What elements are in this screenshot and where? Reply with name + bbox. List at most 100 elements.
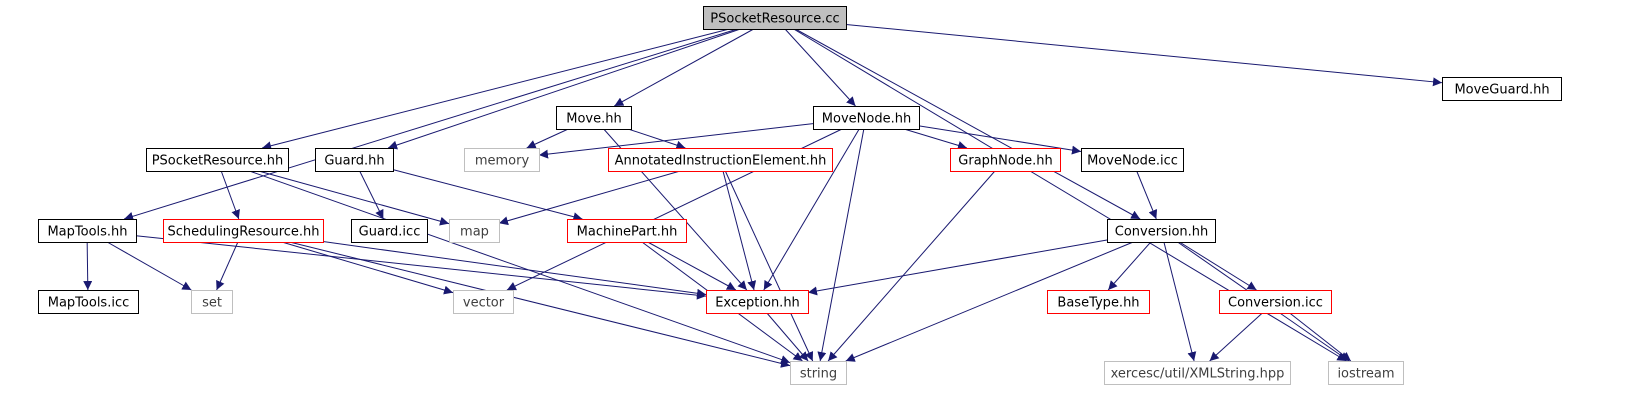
node-box (706, 290, 809, 314)
node-memory: memory (464, 148, 540, 172)
edge-psocketresource_hh-to-string (249, 170, 791, 364)
node-basetype-hh[interactable]: BaseType.hh (1047, 290, 1150, 314)
edge-movenode_icc-to-conversion_hh (1136, 170, 1158, 220)
node-conversion-icc[interactable]: Conversion.icc (1219, 290, 1332, 314)
edge-maptools_hh-to-set (106, 241, 192, 291)
node-scheduling-hh[interactable]: SchedulingResource.hh (163, 219, 324, 243)
node-label: MoveGuard.hh (1454, 83, 1549, 98)
node-movenode-hh[interactable]: MoveNode.hh (813, 106, 920, 130)
node-box (703, 6, 847, 30)
node-box (1107, 219, 1216, 243)
edge-maptools_hh-to-maptools_icc (83, 241, 93, 291)
node-guard-hh[interactable]: Guard.hh (315, 148, 394, 172)
edge-movenode_hh-to-string (817, 128, 865, 362)
node-label: Exception.hh (715, 296, 800, 311)
node-label: MapTools.icc (48, 296, 130, 311)
node-label: AnnotatedInstructionElement.hh (615, 154, 827, 169)
node-label: set (202, 296, 222, 311)
edge-root-to-conversion_hh (795, 28, 1141, 220)
node-box (813, 106, 920, 130)
node-box (1328, 361, 1404, 385)
node-exception-hh[interactable]: Exception.hh (706, 290, 809, 314)
node-box (315, 148, 394, 172)
node-label: MapTools.hh (47, 225, 127, 240)
edge-root-to-guard_hh (387, 28, 741, 150)
node-box (191, 290, 233, 314)
node-box (556, 106, 632, 130)
edge-annotated_hh-to-map (498, 170, 681, 226)
node-label: Conversion.icc (1228, 296, 1323, 311)
node-iostream: iostream (1328, 361, 1404, 385)
node-label: MachinePart.hh (577, 225, 678, 240)
node-xmlstring: xercesc/util/XMLString.hpp (1104, 361, 1291, 385)
node-box (38, 290, 139, 314)
node-box (1219, 290, 1332, 314)
node-label: Move.hh (566, 112, 621, 127)
node-label: PSocketResource.cc (710, 12, 839, 27)
edge-movenode_hh-to-movenode_icc (918, 125, 1082, 155)
node-box (567, 219, 687, 243)
node-guard-icc[interactable]: Guard.icc (351, 219, 428, 243)
edge-conversion_hh-to-xmlstring (1163, 241, 1197, 362)
node-vector: vector (453, 290, 514, 314)
node-annotated-hh[interactable]: AnnotatedInstructionElement.hh (608, 148, 833, 172)
node-box (351, 219, 428, 243)
node-box (1047, 290, 1150, 314)
edge-conversion_hh-to-conversion_icc (1179, 241, 1257, 291)
node-box (163, 219, 324, 243)
edge-exception_hh-to-string (766, 312, 809, 362)
node-label: Guard.icc (359, 225, 421, 240)
node-label: xercesc/util/XMLString.hpp (1111, 367, 1285, 382)
node-label: Guard.hh (324, 154, 384, 169)
node-box (950, 148, 1061, 172)
edge-move_hh-to-annotated_hh (627, 128, 686, 150)
node-graphnode-hh[interactable]: GraphNode.hh (950, 148, 1061, 172)
edge-guard_hh-to-machinepart_hh (392, 169, 583, 222)
edge-conversion_hh-to-exception_hh (807, 239, 1108, 296)
edge-conversion_icc-to-xmlstring (1209, 312, 1263, 362)
node-label: SchedulingResource.hh (167, 225, 319, 240)
edge-conversion_hh-to-string (845, 241, 1134, 362)
node-moveguard-hh[interactable]: MoveGuard.hh (1442, 77, 1562, 101)
node-box (146, 148, 289, 172)
edge-scheduling_hh-to-string (289, 241, 791, 368)
node-box (449, 219, 500, 243)
node-maptools-icc[interactable]: MapTools.icc (38, 290, 139, 314)
edge-root-to-maptools_hh (123, 28, 738, 221)
node-label: GraphNode.hh (958, 154, 1052, 169)
edge-root-to-movenode_hh (784, 28, 856, 107)
edge-root-to-moveguard_hh (845, 23, 1443, 87)
node-label: BaseType.hh (1057, 296, 1139, 311)
node-label: iostream (1337, 367, 1394, 382)
edge-move_hh-to-memory (526, 128, 569, 149)
node-box (464, 148, 540, 172)
node-label: Conversion.hh (1115, 225, 1209, 240)
node-psocketresource-hh[interactable]: PSocketResource.hh (146, 148, 289, 172)
node-string: string (790, 361, 847, 385)
node-box (1104, 361, 1291, 385)
edge-root-to-psocketresource_hh (262, 28, 730, 151)
node-move-hh[interactable]: Move.hh (556, 106, 632, 130)
edge-graphnode_hh-to-string (827, 170, 996, 362)
node-box (608, 148, 833, 172)
node-label: PSocketResource.hh (152, 154, 284, 169)
edge-maptools_hh-to-exception_hh (135, 235, 707, 300)
node-root[interactable]: PSocketResource.cc (703, 6, 847, 30)
edges-layer (83, 23, 1443, 368)
edge-guard_hh-to-guard_icc (359, 170, 384, 220)
edge-movenode_hh-to-exception_hh (763, 128, 860, 291)
node-machinepart-hh[interactable]: MachinePart.hh (567, 219, 687, 243)
edge-machinepart_hh-to-exception_hh (647, 241, 737, 291)
node-set: set (191, 290, 233, 314)
node-box (453, 290, 514, 314)
node-label: string (800, 367, 837, 382)
node-box (1442, 77, 1562, 101)
node-maptools-hh[interactable]: MapTools.hh (38, 219, 137, 243)
node-label: MoveNode.icc (1087, 154, 1178, 169)
node-movenode-icc[interactable]: MoveNode.icc (1081, 148, 1184, 172)
edge-psocketresource_hh-to-map (258, 170, 450, 226)
node-label: map (460, 225, 489, 240)
node-conversion-hh[interactable]: Conversion.hh (1107, 219, 1216, 243)
